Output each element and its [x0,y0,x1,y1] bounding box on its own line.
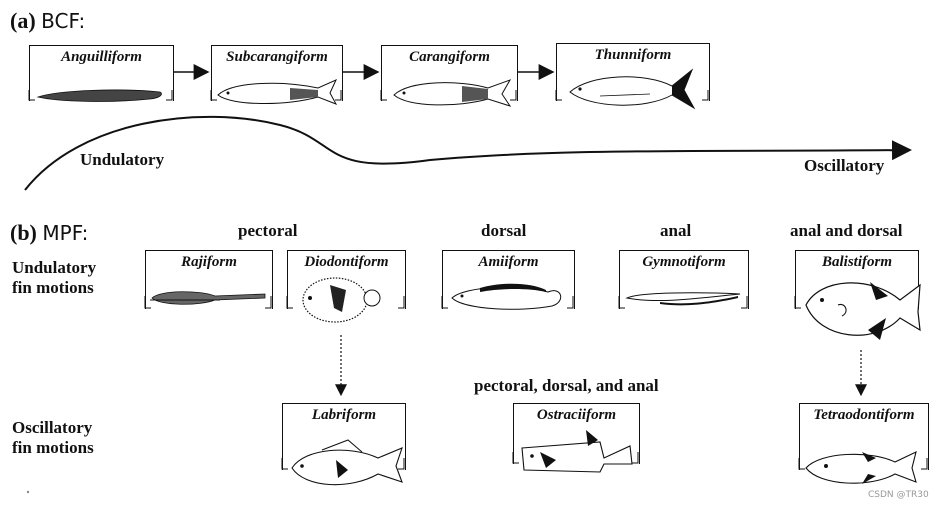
section-b-label: (b) MPF: [10,220,88,246]
mpf-title-labriform: Labriform [311,407,377,423]
amiiform-fish-icon [451,283,562,310]
mpf-title-rajiform: Rajiform [181,254,237,270]
spectrum-undulatory-label: Undulatory [80,150,165,169]
bcf-title-subcarangiform: Subcarangiform [226,49,328,65]
row-label-undulatory-line2: fin motions [12,278,94,297]
balistiform-fish-icon [805,282,921,340]
section-a-type: BCF: [41,9,86,33]
bcf-title-carangiform: Carangiform [409,49,490,65]
header-anal: anal [660,221,692,240]
mpf-title-tetraodontiform: Tetraodontiform [813,407,915,423]
dotted-arrows [335,335,867,397]
gymnotiform-fish-icon [625,292,741,306]
undulatory-oscillatory-curve [24,115,912,191]
mpf-title-ostraciiform: Ostraciiform [536,407,617,423]
tetraodontiform-fish-icon [805,451,917,484]
mpf-bracket-lines-row2 [281,452,928,470]
row-label-undulatory: Undulatory fin motions [12,258,96,298]
watermark: CSDN @TR30 [868,490,929,500]
diodontiform-fish-icon [302,277,381,323]
thunniform-fish-icon [569,68,696,110]
spectrum-oscillatory-label: Oscillatory [804,156,885,175]
bcf-title-thunniform: Thunniform [594,47,672,63]
bcf-bracket-lines [28,90,709,101]
ostraciiform-fish-icon [521,430,633,473]
anguilliform-fish-icon [36,89,162,102]
labriform-fish-icon [291,439,403,486]
section-a-letter: (a) [10,8,36,33]
row-label-undulatory-line1: Undulatory [12,258,97,277]
mpf-title-balistiform: Balistiform [821,254,892,270]
header-dorsal: dorsal [481,221,527,240]
header-pectoral-dorsal-anal: pectoral, dorsal, and anal [474,376,659,395]
mpf-title-diodontiform: Diodontiform [304,254,389,270]
stray-dot [26,490,30,494]
section-b-type: MPF: [42,221,89,245]
row-label-oscillatory-line1: Oscillatory [12,418,93,437]
carangiform-fish-icon [393,79,512,107]
section-b-letter: (b) [10,220,37,245]
section-a-label: (a) BCF: [10,8,85,34]
bcf-title-anguilliform: Anguilliform [61,49,142,65]
subcarangiform-fish-icon [217,79,338,105]
mpf-title-gymnotiform: Gymnotiform [642,254,726,270]
header-anal-dorsal: anal and dorsal [790,221,903,240]
rajiform-fish-icon [150,291,266,305]
row-label-oscillatory-line2: fin motions [12,438,94,457]
mpf-title-amiiform: Amiiform [478,254,539,270]
header-pectoral: pectoral [238,221,298,240]
row-label-oscillatory: Oscillatory fin motions [12,418,94,458]
